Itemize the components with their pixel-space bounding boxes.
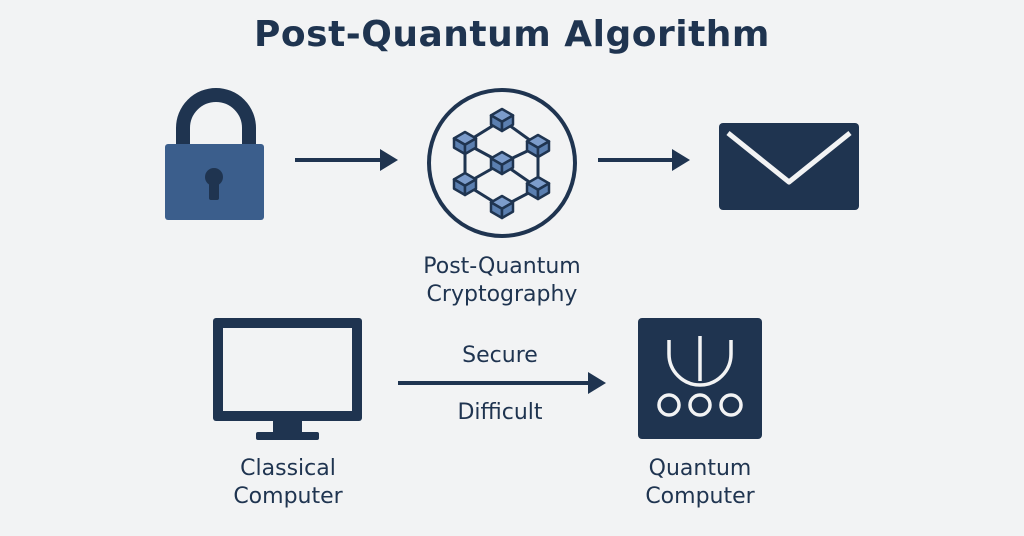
arrow-pqc-to-envelope (598, 149, 690, 171)
quantum-chip-icon (638, 318, 762, 439)
arrow-lock-to-pqc (295, 149, 398, 171)
edge-label-secure: Secure (462, 343, 538, 368)
quantum-label-line1: Quantum (648, 456, 752, 481)
classical-label-line1: Classical (240, 456, 336, 481)
pqc-label-line1: Post-Quantum (423, 254, 581, 279)
lock-icon (165, 88, 264, 220)
edge-label-difficult: Difficult (457, 400, 543, 425)
pqc-label-line2: Cryptography (426, 282, 578, 307)
page-title: Post-Quantum Algorithm (254, 14, 770, 55)
envelope-icon (719, 123, 859, 210)
lattice-cubes-icon (427, 88, 577, 238)
pqc-label: Post-Quantum Cryptography (362, 253, 642, 309)
lattice-cube (489, 107, 515, 133)
classical-computer-label: Classical Computer (148, 455, 428, 511)
classical-label-line2: Computer (233, 484, 343, 509)
quantum-computer-label: Quantum Computer (560, 455, 840, 511)
lattice-cube (452, 171, 478, 197)
monitor-icon (213, 318, 362, 440)
lattice-cube (452, 130, 478, 156)
lattice-cube (525, 133, 551, 159)
lattice-cube (525, 175, 551, 201)
lattice-cube (489, 194, 515, 220)
quantum-label-line2: Computer (645, 484, 755, 509)
arrow-classical-to-quantum (398, 372, 606, 394)
lattice-cube (489, 150, 515, 176)
